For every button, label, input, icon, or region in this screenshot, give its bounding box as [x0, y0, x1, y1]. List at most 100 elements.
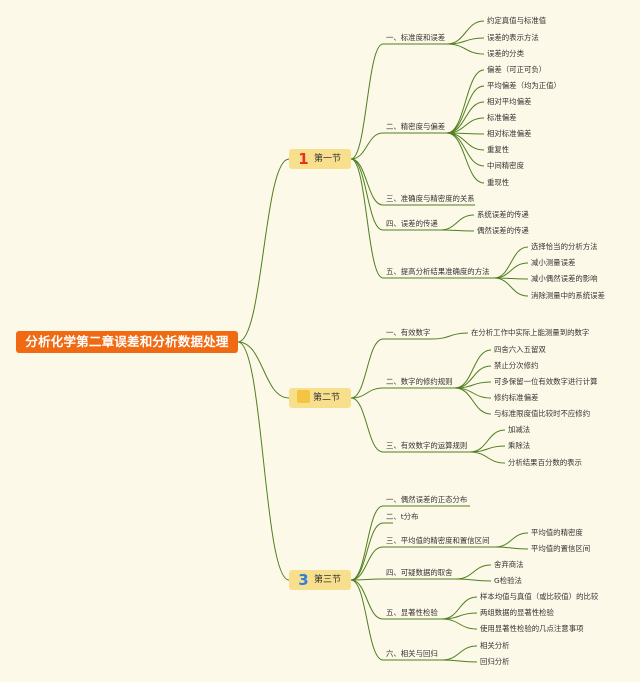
s2-b2-child-5[interactable]: 与标准限度值比较时不应修约 — [494, 409, 591, 418]
connector-1 — [237, 341, 290, 399]
connector-51 — [494, 532, 529, 548]
connector-23 — [439, 229, 475, 232]
s1-b5-child-4[interactable]: 消除测量中的系统误差 — [531, 291, 605, 300]
connector-55 — [455, 564, 492, 580]
s1-b2-child-7[interactable]: 中间精密度 — [487, 161, 524, 170]
connector-33 — [350, 387, 384, 399]
s1-b2-child-3[interactable]: 相对平均偏差 — [487, 97, 532, 106]
connector-64 — [441, 645, 478, 661]
connector-40 — [350, 397, 384, 453]
connector-52 — [494, 546, 529, 550]
s3-b3-child-1[interactable]: 平均值的精密度 — [531, 528, 583, 537]
s2-b1-child-1[interactable]: 在分析工作中实际上能测量到的数字 — [471, 328, 590, 337]
section-2-badge-icon — [297, 390, 310, 403]
connector-53 — [350, 578, 384, 581]
s1-b2-child-6[interactable]: 重复性 — [487, 145, 510, 154]
s1-b2-child-1[interactable]: 偏差（可正可负） — [487, 65, 547, 74]
s2-branch-3[interactable]: 三、有效数字的运算规则 — [386, 441, 468, 450]
s3-b4-child-2[interactable]: G检验法 — [494, 576, 522, 585]
connector-39 — [454, 387, 492, 415]
connector-7 — [446, 43, 485, 55]
s1-b1-child-3[interactable]: 误差的分类 — [487, 49, 524, 58]
s1-branch-2[interactable]: 二、精密度与偏差 — [386, 122, 446, 131]
connector-10 — [446, 69, 485, 134]
connector-20 — [350, 158, 384, 231]
s1-branch-1[interactable]: 一、标准度和误差 — [386, 33, 446, 42]
connector-3 — [350, 43, 384, 160]
s2-b3-child-2[interactable]: 乘除法 — [508, 441, 531, 450]
connector-27 — [493, 262, 529, 279]
connector-45 — [350, 505, 384, 581]
s1-b2-child-4[interactable]: 标准偏差 — [487, 113, 517, 122]
s3-b6-child-1[interactable]: 相关分析 — [480, 641, 510, 650]
connector-17 — [446, 132, 485, 184]
connector-22 — [439, 214, 475, 231]
connector-29 — [493, 277, 529, 297]
connector-62 — [350, 579, 384, 661]
connector-65 — [441, 659, 478, 663]
connector-5 — [446, 20, 485, 45]
connector-30 — [350, 338, 384, 399]
connector-15 — [446, 132, 485, 151]
s3-b6-child-2[interactable]: 回归分析 — [480, 657, 510, 666]
connector-18 — [350, 158, 384, 206]
s1-b1-child-2[interactable]: 误差的表示方法 — [487, 33, 539, 42]
connector-38 — [454, 387, 492, 399]
s2-b3-child-3[interactable]: 分析结果百分数的表示 — [508, 458, 582, 467]
s3-branch-1[interactable]: 一、偶然误差的正态分布 — [386, 495, 468, 504]
section-2-node[interactable]: 第二节 — [289, 388, 351, 408]
s1-branch-4[interactable]: 四、误差的传递 — [386, 219, 438, 228]
s1-b2-child-8[interactable]: 重现性 — [487, 178, 510, 187]
s1-b5-child-3[interactable]: 减小偶然误差的影响 — [531, 274, 598, 283]
connector-57 — [350, 579, 384, 620]
s1-b5-child-1[interactable]: 选择恰当的分析方法 — [531, 242, 598, 251]
section-1-number: 1 — [298, 150, 309, 168]
s1-b1-child-1[interactable]: 约定真值与标准值 — [487, 16, 547, 25]
s3-branch-5[interactable]: 五、显著性检验 — [386, 608, 438, 617]
s3-branch-4[interactable]: 四、可疑数据的取舍 — [386, 568, 453, 577]
s1-b2-child-5[interactable]: 相对标准偏差 — [487, 129, 532, 138]
s3-b5-child-2[interactable]: 两组数据的显著性检验 — [480, 608, 554, 617]
connector-0 — [237, 158, 290, 343]
root-topic[interactable]: 分析化学第二章误差和分析数据处理 — [16, 331, 238, 353]
connector-47 — [350, 522, 384, 581]
connector-32 — [431, 332, 469, 340]
section-3-label: 第三节 — [314, 575, 342, 585]
section-2-label: 第二节 — [313, 393, 341, 403]
s2-b2-child-3[interactable]: 可多保留一位有效数字进行计算 — [494, 377, 598, 386]
section-3-number: 3 — [298, 571, 309, 589]
s2-b2-child-2[interactable]: 禁止分次修约 — [494, 361, 539, 370]
s2-branch-2[interactable]: 二、数字的修约规则 — [386, 377, 453, 386]
s1-b4-child-2[interactable]: 偶然误差的传递 — [477, 226, 529, 235]
s3-b4-child-1[interactable]: 舍弃商法 — [494, 560, 524, 569]
s1-b5-child-2[interactable]: 减小测量误差 — [531, 258, 576, 267]
section-3-node[interactable]: 3 第三节 — [289, 570, 351, 590]
s2-branch-1[interactable]: 一、有效数字 — [386, 328, 431, 337]
connector-12 — [446, 101, 485, 134]
connector-2 — [237, 341, 290, 581]
connector-49 — [350, 546, 384, 581]
s3-branch-6[interactable]: 六、相关与回归 — [386, 649, 438, 658]
s1-branch-5[interactable]: 五、提高分析结果准确度的方法 — [386, 267, 490, 276]
connector-56 — [455, 578, 492, 582]
s2-b3-child-1[interactable]: 加减法 — [508, 425, 531, 434]
s3-branch-2[interactable]: 二、t分布 — [386, 512, 419, 521]
connector-24 — [350, 158, 384, 279]
connector-26 — [493, 246, 529, 279]
section-1-node[interactable]: 1 第一节 — [289, 149, 351, 169]
s3-b5-child-3[interactable]: 使用显著性检验的几点注意事项 — [480, 624, 584, 633]
connector-8 — [350, 132, 384, 160]
s2-b2-child-1[interactable]: 四舍六入五留双 — [494, 345, 546, 354]
s3-b5-child-1[interactable]: 样本均值与真值（或比较值）的比较 — [480, 592, 599, 601]
s2-b2-child-4[interactable]: 修约标准偏差 — [494, 393, 539, 402]
s3-branch-3[interactable]: 三、平均值的精密度和置信区间 — [386, 536, 490, 545]
s1-b4-child-1[interactable]: 系统误差的传递 — [477, 210, 529, 219]
connector-35 — [454, 349, 492, 389]
section-1-label: 第一节 — [314, 154, 342, 164]
s1-branch-3[interactable]: 三、准确度与精密度的关系 — [386, 194, 475, 203]
s3-b3-child-2[interactable]: 平均值的置信区间 — [531, 544, 591, 553]
connector-61 — [441, 618, 478, 630]
s1-b2-child-2[interactable]: 平均偏差（均为正值） — [487, 81, 561, 90]
connector-44 — [469, 451, 506, 464]
